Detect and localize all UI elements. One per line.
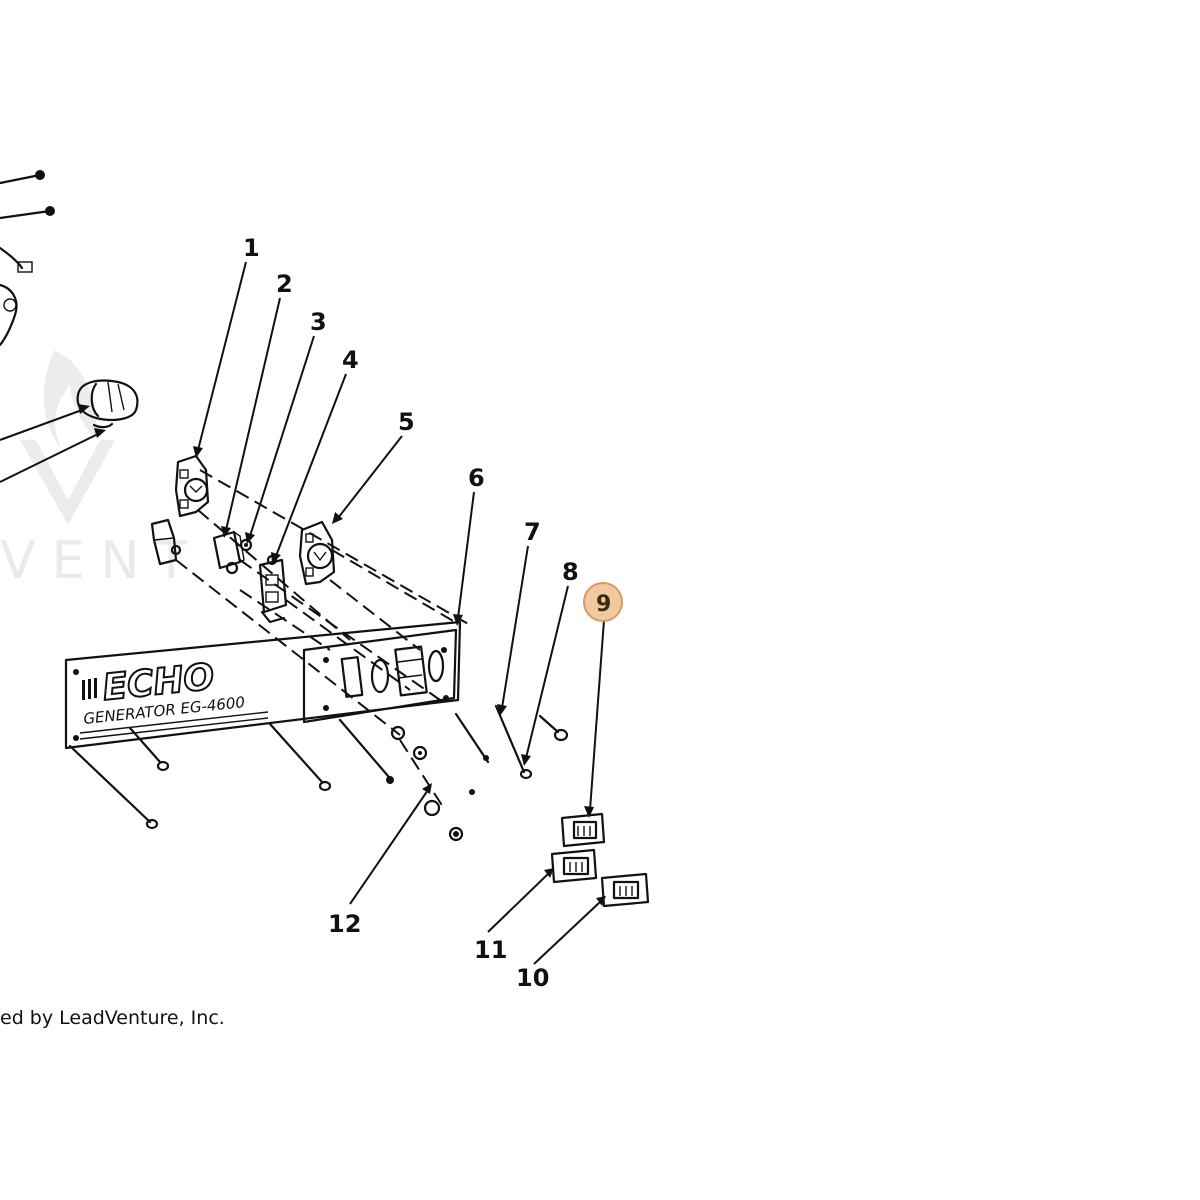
front-panel: ECHO GENERATOR EG-4600	[64, 620, 462, 750]
callout-12: 12	[328, 910, 361, 938]
callout-2: 2	[276, 270, 293, 298]
switch-block	[212, 530, 245, 575]
small-nut	[239, 538, 253, 552]
watermark-text: VENT	[0, 531, 203, 591]
assembly-lines	[175, 469, 471, 811]
screws	[68, 704, 569, 842]
callout-labels: 1 2 3 4 5 6 7 8 9 10 11 12	[243, 234, 623, 992]
callout-3: 3	[310, 308, 327, 336]
leader-lines	[193, 261, 606, 965]
receptacle-cover-10	[600, 872, 650, 908]
callout-9-highlight[interactable]: 9	[583, 582, 623, 622]
copyright-notice: ed by LeadVenture, Inc.	[0, 1007, 225, 1029]
callout-1: 1	[243, 234, 260, 262]
outlet-receptacle-right	[298, 520, 336, 586]
callout-6: 6	[468, 464, 485, 492]
receptacle-cover-9	[560, 812, 606, 848]
callout-8: 8	[562, 558, 579, 586]
callout-5: 5	[398, 408, 415, 436]
receptacle-cover-11	[550, 848, 598, 884]
capacitor-part	[0, 379, 139, 483]
callout-11: 11	[474, 936, 507, 964]
callout-4: 4	[342, 346, 359, 374]
outlet-receptacle-left	[174, 454, 210, 518]
wire-harness	[0, 170, 55, 347]
callout-10: 10	[516, 964, 549, 992]
callout-7: 7	[524, 518, 541, 546]
callout-9[interactable]: 9	[596, 592, 611, 617]
watermark-logo: VENT	[0, 350, 203, 591]
